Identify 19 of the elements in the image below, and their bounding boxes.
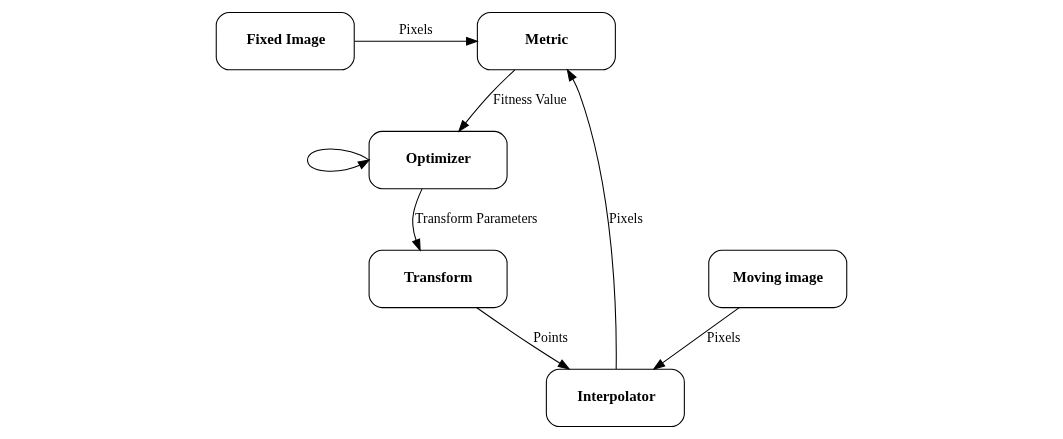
arrow — [652, 307, 740, 371]
node-box: Transform — [368, 249, 508, 309]
edge-label: Points — [533, 329, 568, 345]
node-box: Fixed Image — [215, 12, 355, 71]
edge-label: Transform Parameters — [415, 211, 538, 227]
node-box: Metric — [476, 12, 616, 71]
node-box: Optimizer — [368, 130, 508, 190]
arrow — [476, 307, 571, 370]
arrow — [457, 69, 516, 133]
arrow — [411, 188, 423, 252]
node-box: Interpolator — [545, 368, 685, 427]
arrow — [354, 36, 479, 46]
edge-label: Pixels — [398, 22, 433, 38]
arrow — [566, 68, 617, 370]
arrow — [307, 148, 371, 172]
edge-label: Fitness Value — [493, 92, 567, 108]
node-box: Moving image — [708, 249, 848, 309]
edge-label: Pixels — [609, 211, 643, 227]
edge-label: Pixels — [706, 329, 741, 345]
